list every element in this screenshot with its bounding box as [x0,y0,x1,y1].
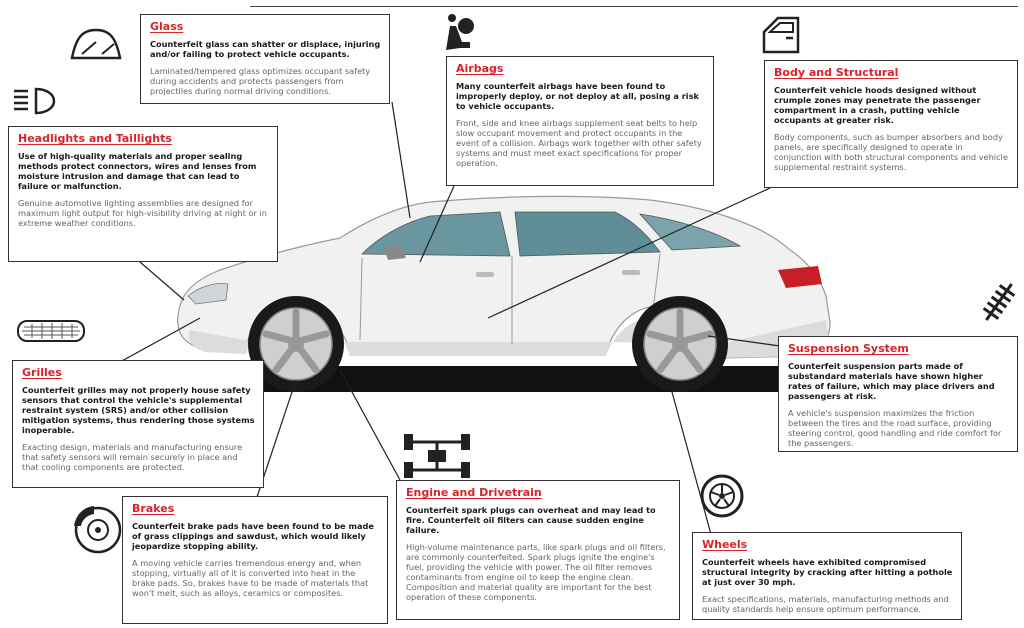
callout-airbags: Airbags Many counterfeit airbags have be… [446,56,714,186]
callout-description: Genuine automotive lighting assemblies a… [18,198,267,228]
callout-grilles: Grilles Counterfeit grilles may not prop… [12,360,264,488]
callout-title: Brakes [132,502,175,515]
callout-description: Front, side and knee airbags supplement … [456,118,702,168]
rear-wheel [632,296,728,392]
callout-warning: Counterfeit glass can shatter or displac… [150,39,381,59]
suspension-spring-icon [982,283,1016,321]
callout-title: Wheels [702,538,748,551]
top-rule [250,6,1018,7]
callout-glass: Glass Counterfeit glass can shatter or d… [140,14,390,104]
callout-description: A vehicle's suspension maximizes the fri… [788,408,1002,448]
car-door-icon [762,16,800,54]
callout-description: Exacting design, materials and manufactu… [22,442,243,472]
callout-description: Body components, such as bumper absorber… [774,132,1008,172]
callout-title: Headlights and Taillights [18,132,172,145]
callout-warning: Counterfeit brake pads have been found t… [132,521,374,551]
leader-lines [119,101,781,539]
callout-description: A moving vehicle carries tremendous ener… [132,558,369,598]
wheel-icon [700,474,744,518]
callout-warning: Counterfeit grilles may not properly hou… [22,385,255,435]
airbag-icon [446,14,474,50]
callout-warning: Counterfeit spark plugs can overheat and… [406,505,656,535]
headlight-icon [14,87,56,115]
callout-wheels: Wheels Counterfeit wheels have exhibited… [692,532,962,620]
callout-warning: Counterfeit vehicle hoods designed witho… [774,85,981,125]
callout-brakes: Brakes Counterfeit brake pads have been … [122,496,388,624]
callout-description: Exact specifications, materials, manufac… [702,594,949,614]
callout-body-structural: Body and Structural Counterfeit vehicle … [764,60,1018,188]
callout-warning: Counterfeit wheels have exhibited compro… [702,557,953,587]
callout-title: Body and Structural [774,66,899,79]
callout-title: Engine and Drivetrain [406,486,542,499]
front-wheel [248,296,344,392]
grille-icon [17,320,85,342]
callout-warning: Many counterfeit airbags have been found… [456,81,699,111]
windshield-icon [70,28,122,60]
drivetrain-icon [404,434,470,478]
brake-disc-icon [74,506,122,554]
callout-title: Glass [150,20,184,33]
callout-description: Laminated/tempered glass optimizes occup… [150,66,371,96]
callout-engine-drivetrain: Engine and Drivetrain Counterfeit spark … [396,480,680,620]
callout-warning: Counterfeit suspension parts made of sub… [788,361,995,401]
callout-description: High-volume maintenance parts, like spar… [406,542,666,602]
callout-suspension: Suspension System Counterfeit suspension… [778,336,1018,452]
callout-headlights: Headlights and Taillights Use of high-qu… [8,126,278,262]
callout-title: Airbags [456,62,504,75]
callout-title: Grilles [22,366,62,379]
callout-warning: Use of high-quality materials and proper… [18,151,257,191]
callout-title: Suspension System [788,342,909,355]
